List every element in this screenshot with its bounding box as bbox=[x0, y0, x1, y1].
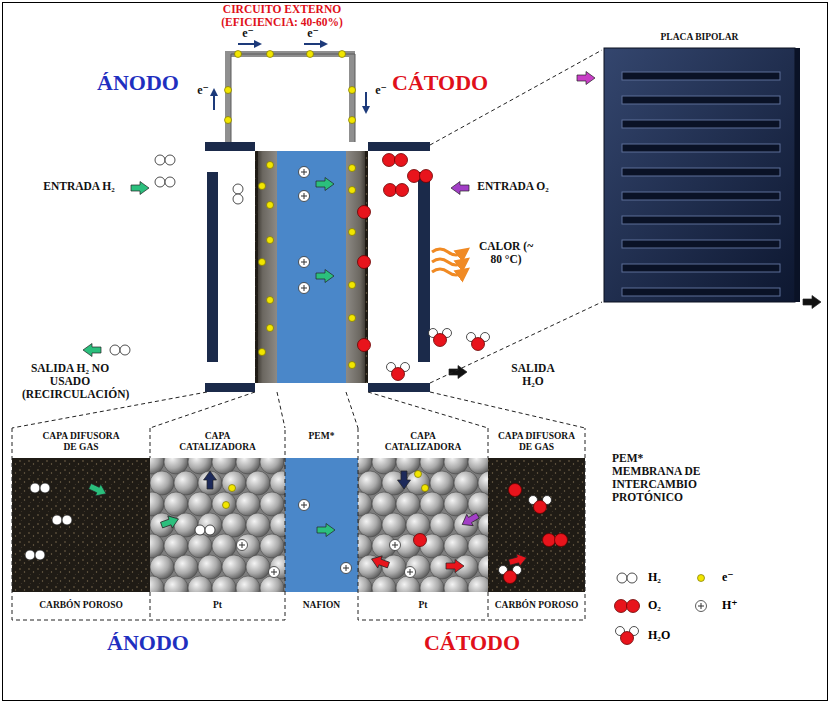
anode-title: ÁNODO bbox=[86, 630, 210, 655]
layer-block: PEM* NAFION bbox=[285, 428, 358, 612]
material-label: CARBÓN POROSO bbox=[39, 600, 123, 611]
legend-item: H₂O bbox=[612, 624, 670, 646]
legend-item: H₂ bbox=[612, 566, 661, 588]
material-label: Pt bbox=[213, 600, 222, 611]
legend-text: O₂ bbox=[648, 598, 661, 613]
electron-label: e⁻ bbox=[372, 84, 390, 97]
electron-label: e⁻ bbox=[194, 84, 212, 97]
layer-heading: CAPA DIFUSORA DE GAS bbox=[492, 431, 582, 453]
material-label: NAFION bbox=[303, 600, 340, 611]
inlet-label: ENTRADA O₂ bbox=[474, 180, 552, 193]
legend-item: H⁺ bbox=[686, 594, 738, 616]
material-label: CARBÓN POROSO bbox=[495, 600, 579, 611]
legend-symbol bbox=[612, 594, 644, 616]
electron-label: e⁻ bbox=[238, 27, 258, 40]
legend-note: PEM* MEMBRANA DE INTERCAMBIO PROTÓNICO bbox=[612, 452, 712, 504]
layer-heading: CAPA CATALIZADORA bbox=[378, 431, 468, 453]
layer-heading: CAPA DIFUSORA DE GAS bbox=[36, 431, 126, 453]
outlet-label: SALIDA H₂ NO USADO (RECIRCULACIÓN) bbox=[22, 362, 118, 401]
electron-label: e⁻ bbox=[303, 27, 323, 40]
anode-title: ÁNODO bbox=[86, 70, 190, 95]
outlet-label: SALIDA H₂O bbox=[500, 362, 566, 388]
legend-item: O₂ bbox=[612, 594, 661, 616]
legend-text: H₂O bbox=[648, 628, 670, 643]
layer-block: CAPA CATALIZADORA Pt bbox=[150, 428, 285, 612]
legend-text: H⁺ bbox=[722, 598, 738, 613]
material-label: Pt bbox=[419, 600, 428, 611]
legend-symbol bbox=[612, 566, 644, 588]
layer-block: CAPA DIFUSORA DE GAS CARBÓN POROSO bbox=[488, 428, 585, 612]
heat-label: CALOR (~ 80 °C) bbox=[474, 240, 538, 266]
legend-text: H₂ bbox=[648, 570, 661, 585]
legend-symbol bbox=[686, 566, 718, 588]
layer-heading: PEM* bbox=[309, 431, 335, 442]
layer-heading: CAPA CATALIZADORA bbox=[173, 431, 263, 453]
legend-symbol bbox=[686, 594, 718, 616]
cathode-title: CÁTODO bbox=[410, 630, 534, 655]
layer-block: CAPA CATALIZADORA Pt bbox=[358, 428, 488, 612]
cathode-title: CÁTODO bbox=[392, 70, 502, 95]
legend-symbol bbox=[612, 624, 644, 646]
circuit-title: CIRCUITO EXTERNO (EFICIENCIA: 40-60%) bbox=[197, 3, 367, 29]
layer-block: CAPA DIFUSORA DE GAS CARBÓN POROSO bbox=[12, 428, 150, 612]
legend-item: e⁻ bbox=[686, 566, 734, 588]
layer-heading: PLACA BIPOLAR bbox=[661, 32, 739, 43]
legend-text: e⁻ bbox=[722, 570, 734, 585]
inlet-label: ENTRADA H₂ bbox=[40, 180, 118, 193]
bipolar-plate: PLACA BIPOLAR bbox=[604, 30, 795, 302]
